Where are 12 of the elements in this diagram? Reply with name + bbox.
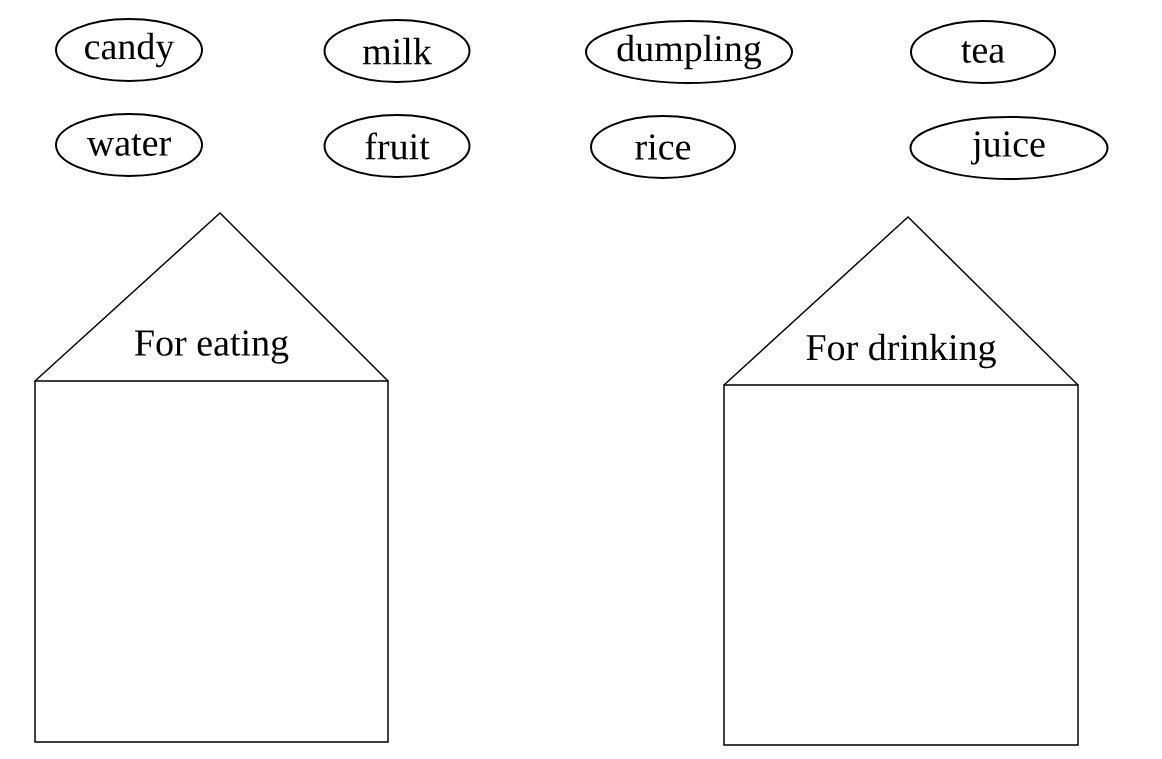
word-oval: milk [323,19,471,83]
word-oval: fruit [323,114,471,178]
word-oval: juice [909,116,1109,180]
word-oval: candy [55,18,203,82]
house-roof: For drinking [723,215,1079,386]
word-oval: rice [590,115,736,179]
word-oval: water [55,113,203,177]
answer-box [34,380,389,743]
word-oval: tea [910,20,1056,84]
answer-box [723,384,1079,746]
word-oval: dumpling [585,20,793,84]
house-roof: For eating [34,212,389,382]
